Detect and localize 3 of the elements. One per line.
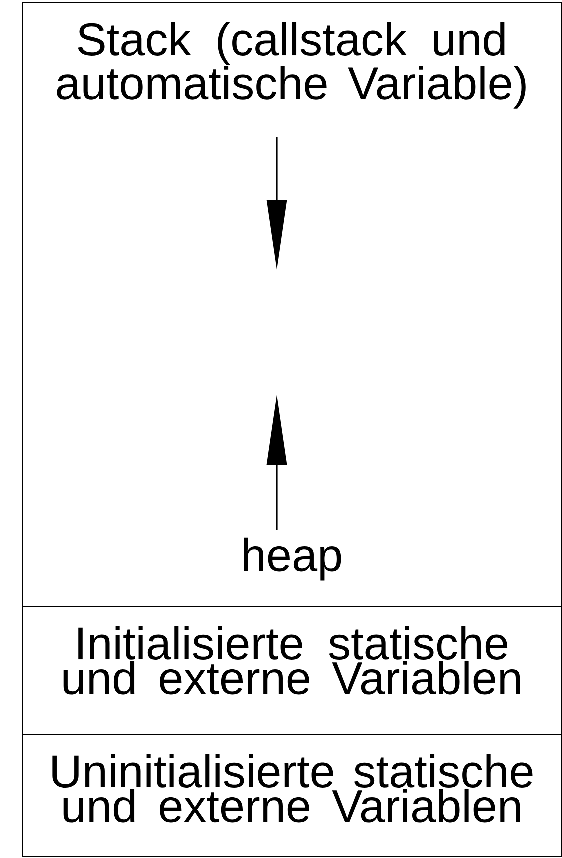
memory-segment: Uninitialisierte statische und externe Variablen: [22, 734, 562, 857]
memory-segment: Stack (callstack und automatische Variable) heap: [22, 2, 562, 607]
memory-segment: Initialisierte statische und externe Variablen: [22, 606, 562, 735]
